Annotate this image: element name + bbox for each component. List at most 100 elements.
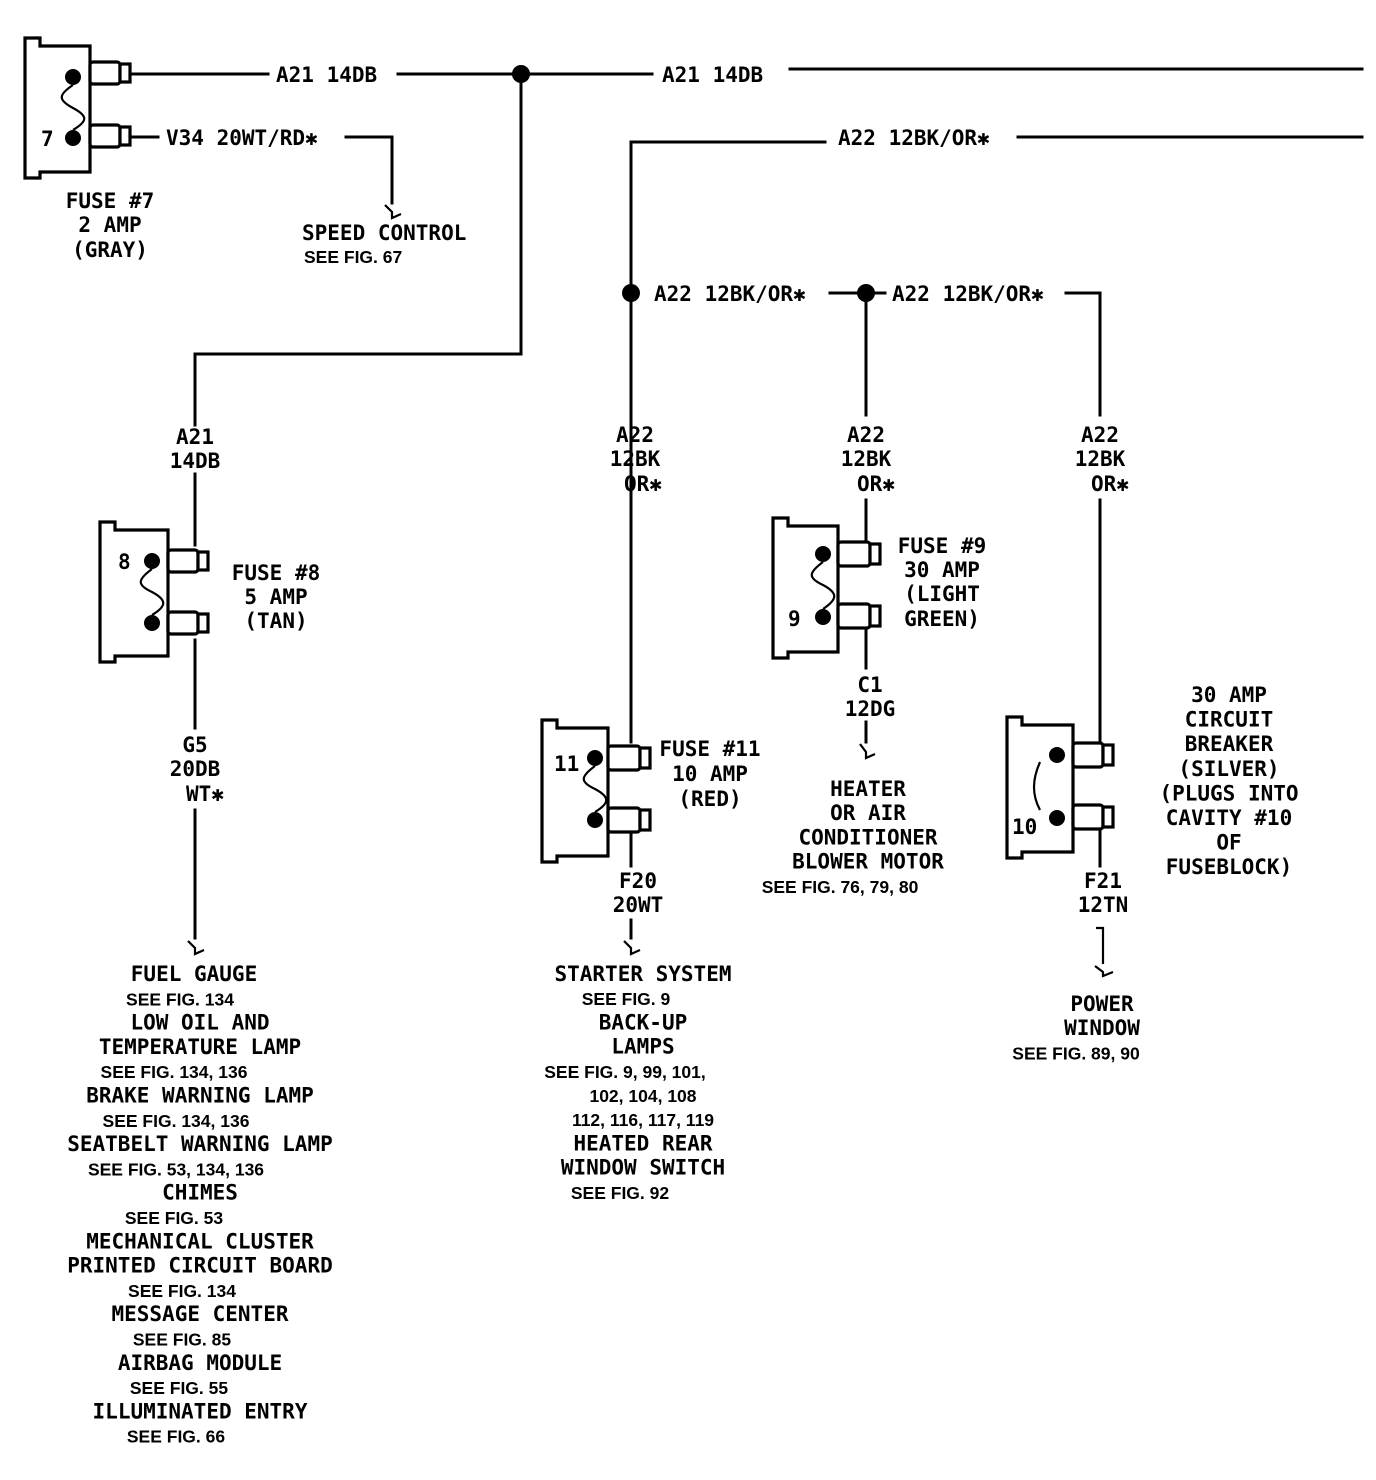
- figure-reference: SEE FIG. 66: [127, 1427, 225, 1447]
- destination-name: HEATED REAR: [573, 1131, 712, 1155]
- svg-text:WT✱: WT✱: [186, 782, 224, 806]
- destination-name: STARTER SYSTEM: [554, 962, 731, 986]
- destination-name: WINDOW SWITCH: [561, 1156, 725, 1180]
- figure-reference: SEE FIG. 134: [126, 989, 234, 1009]
- svg-text:10 AMP: 10 AMP: [672, 762, 748, 786]
- splice-a22-left: [622, 284, 640, 302]
- fuse-7-cavity: 7: [41, 127, 54, 151]
- svg-text:SPEED CONTROL: SPEED CONTROL: [302, 221, 466, 245]
- svg-text:A22 12BK/OR✱: A22 12BK/OR✱: [892, 282, 1044, 306]
- figure-reference: SEE FIG. 53: [125, 1208, 223, 1228]
- svg-text:C1: C1: [857, 673, 882, 697]
- destination-name: HEATER: [830, 777, 906, 801]
- figure-reference: SEE FIG. 76, 79, 80: [762, 877, 919, 897]
- figure-reference: 112, 116, 117, 119: [572, 1110, 714, 1130]
- svg-text:A22: A22: [847, 423, 885, 447]
- svg-text:SEE FIG. 67: SEE FIG. 67: [304, 247, 402, 267]
- fuse-11-cavity: 11: [554, 752, 579, 776]
- wire-g5: G5 20DB WT✱: [170, 638, 224, 956]
- destination-name: OR AIR: [830, 801, 906, 825]
- destination-name: LAMPS: [611, 1035, 674, 1059]
- destination-name: LOW OIL AND: [130, 1011, 269, 1035]
- svg-text:20WT: 20WT: [613, 893, 664, 917]
- svg-text:20DB: 20DB: [170, 757, 221, 781]
- svg-text:A22: A22: [1081, 423, 1119, 447]
- figure-reference: SEE FIG. 85: [133, 1330, 231, 1350]
- destination-name: FUEL GAUGE: [131, 962, 257, 986]
- destination-name: PRINTED CIRCUIT BOARD: [67, 1254, 333, 1278]
- svg-text:V34 20WT/RD✱: V34 20WT/RD✱: [166, 126, 318, 150]
- wire-v34: V34 20WT/RD✱: [128, 126, 402, 220]
- svg-text:(TAN): (TAN): [244, 609, 307, 633]
- figure-reference: SEE FIG. 89, 90: [1012, 1043, 1140, 1063]
- fuse-7: 7: [23, 36, 132, 180]
- breaker-label-line: CIRCUIT: [1185, 708, 1274, 732]
- fuse-11-label: FUSE #11 10 AMP (RED): [659, 737, 760, 811]
- destination-name: MESSAGE CENTER: [111, 1302, 288, 1326]
- destination-name: CHIMES: [162, 1181, 238, 1205]
- fuse-8-label: FUSE #8 5 AMP (TAN): [232, 561, 321, 633]
- svg-text:FUSE #9: FUSE #9: [898, 534, 987, 558]
- figure-reference: SEE FIG. 9: [582, 989, 671, 1009]
- figure-reference: SEE FIG. 134, 136: [101, 1062, 248, 1082]
- fuse-9-cavity: 9: [788, 607, 801, 631]
- svg-text:A21: A21: [176, 425, 214, 449]
- wire-f20: F20 20WT: [613, 830, 664, 956]
- svg-text:12BK: 12BK: [1075, 447, 1126, 471]
- svg-text:FUSE #11: FUSE #11: [659, 737, 760, 761]
- fuse-8-cavity: 8: [118, 550, 131, 574]
- destination-name: BACK-UP: [599, 1010, 688, 1034]
- destination-name: TEMPERATURE LAMP: [99, 1035, 301, 1059]
- svg-text:A22: A22: [616, 423, 654, 447]
- fuse-9: 9: [771, 516, 882, 660]
- svg-text:12BK: 12BK: [841, 447, 892, 471]
- destination-name: POWER: [1070, 992, 1134, 1016]
- figure-reference: SEE FIG. 55: [130, 1378, 228, 1398]
- wire-a22-fuse11: A22 12BK OR✱: [610, 423, 662, 744]
- svg-text:OR✱: OR✱: [857, 472, 895, 496]
- wire-a22-fuse9: A22 12BK OR✱: [841, 291, 895, 547]
- svg-text:A21 14DB: A21 14DB: [276, 63, 377, 87]
- svg-text:12BK: 12BK: [610, 447, 661, 471]
- wire-a21-drop: A21 14DB: [170, 72, 523, 547]
- destination-name: ILLUMINATED ENTRY: [93, 1399, 308, 1423]
- speed-control: SPEED CONTROL SEE FIG. 67: [302, 221, 466, 267]
- fuse-8: 8: [98, 520, 210, 664]
- destination-name: AIRBAG MODULE: [118, 1351, 282, 1375]
- breaker-label-line: 30 AMP: [1191, 683, 1267, 707]
- svg-text:12DG: 12DG: [845, 697, 896, 721]
- figure-reference: SEE FIG. 134, 136: [103, 1111, 250, 1131]
- wire-a22-top: A22 12BK/OR✱: [629, 126, 1364, 502]
- svg-text:GREEN): GREEN): [904, 607, 980, 631]
- breaker-label-line: (PLUGS INTO: [1159, 781, 1298, 805]
- circuit-breaker: 10: [1005, 715, 1115, 860]
- svg-text:14DB: 14DB: [170, 449, 221, 473]
- wire-f21: F21 12TN: [1078, 827, 1128, 978]
- wire-a21-top: A21 14DB A21 14DB: [128, 63, 1364, 87]
- svg-text:OR✱: OR✱: [1091, 472, 1129, 496]
- svg-text:F20: F20: [619, 869, 657, 893]
- destination-name: SEATBELT WARNING LAMP: [67, 1132, 333, 1156]
- svg-text:G5: G5: [182, 733, 207, 757]
- svg-text:(RED): (RED): [678, 787, 741, 811]
- breaker-label-line: FUSEBLOCK): [1166, 855, 1292, 879]
- destination-name: MECHANICAL CLUSTER: [86, 1229, 314, 1253]
- figure-reference: SEE FIG. 9, 99, 101,: [544, 1062, 705, 1082]
- svg-text:(GRAY): (GRAY): [72, 238, 148, 262]
- breaker-cavity: 10: [1012, 815, 1037, 839]
- destination-name: CONDITIONER: [798, 825, 937, 849]
- wire-c1: C1 12DG: [845, 626, 896, 760]
- wire-a22-breaker: A22 12BK OR✱: [1075, 423, 1129, 744]
- svg-text:OR✱: OR✱: [624, 472, 662, 496]
- svg-text:5 AMP: 5 AMP: [244, 585, 307, 609]
- breaker-label-line: (SILVER): [1178, 757, 1279, 781]
- fuse-9-label: FUSE #9 30 AMP (LIGHT GREEN): [898, 534, 987, 631]
- breaker-label-line: CAVITY #10: [1166, 806, 1292, 830]
- svg-text:2 AMP: 2 AMP: [78, 213, 141, 237]
